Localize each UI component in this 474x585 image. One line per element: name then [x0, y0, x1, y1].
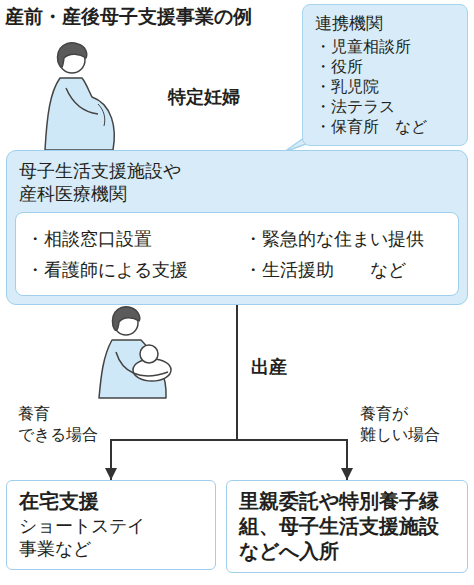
box-text: ・保育所 など — [315, 117, 457, 137]
box-text: 母子生活支援施設や 産科医療機関 — [15, 159, 181, 206]
box-text: ・生活援助 など — [244, 256, 448, 283]
pregnant-woman — [45, 43, 114, 150]
box-text: ・緊急的な住まい提供 — [244, 225, 448, 252]
outcome-box: 里親委託や特別養子縁組、母子生活支援施設などへ入所 — [226, 480, 468, 573]
mother-with-baby — [99, 307, 171, 398]
box-text: ・法テラス — [315, 97, 457, 117]
box-heading: 在宅支援 — [19, 489, 205, 514]
box-text: 里親委託や特別養子縁組、母子生活支援施設などへ入所 — [239, 489, 457, 564]
box-text: ショートステイ 事業など — [19, 514, 145, 561]
box-text: ・相談窓口設置 — [26, 225, 244, 252]
facility-box: 母子生活支援施設や 産科医療機関・相談窓口設置・緊急的な住まい提供・看護師による… — [6, 150, 468, 305]
flow-arrow — [111, 296, 237, 480]
box-text: ・看護師による支援 — [26, 256, 244, 283]
flow-arrow — [237, 296, 347, 480]
edge-label: 養育 できる場合 — [18, 404, 98, 446]
box-text: ・乳児院 — [315, 77, 457, 97]
outcome-box: 在宅支援ショートステイ 事業など — [6, 480, 216, 570]
box-text: ・役所 — [315, 57, 457, 77]
support-list-box: ・相談窓口設置・緊急的な住まい提供・看護師による支援・生活援助 など — [15, 212, 459, 296]
box-heading: 連携機関 — [315, 12, 457, 34]
partner-callout: 連携機関・児童相談所・役所・乳児院・法テラス・保育所 など — [302, 4, 468, 146]
diagram-title: 産前・産後母子支援事業の例 — [5, 5, 252, 28]
edge-label: 養育が 難しい場合 — [360, 404, 440, 446]
target-label: 特定妊婦 — [168, 86, 240, 108]
box-text: ・児童相談所 — [315, 37, 457, 57]
stage-label: 出産 — [251, 356, 287, 378]
